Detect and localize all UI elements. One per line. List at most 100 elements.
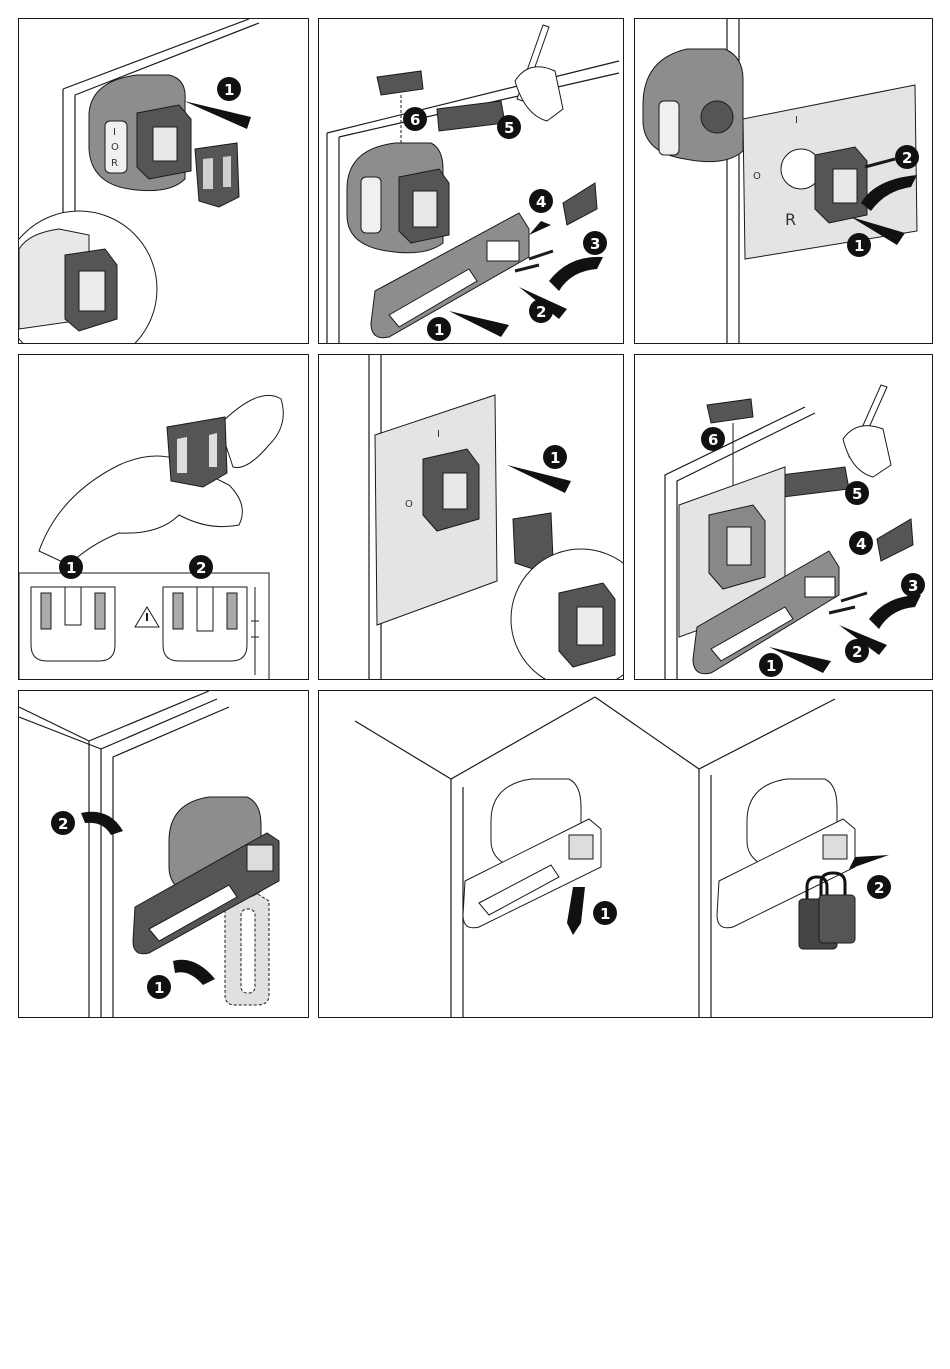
detail-zoom <box>559 583 615 667</box>
step-badge-2: 2 <box>51 811 75 835</box>
panel-3-illustration: I O R 2 1 <box>635 19 933 344</box>
arrow-icon <box>184 101 251 129</box>
step-badge-2: 2 <box>529 299 553 323</box>
panel-5-illustration: I O 1 <box>319 355 624 680</box>
switch-body: I O R <box>89 75 191 191</box>
arrow-icon <box>567 887 585 935</box>
svg-text:4: 4 <box>856 535 866 553</box>
panel-6-illustration: 6 5 4 3 2 1 <box>635 355 933 680</box>
panel-step-8: 1 2 <box>318 690 933 1018</box>
switch-body <box>643 49 743 162</box>
panel-2-illustration: 6 5 4 3 2 1 <box>319 19 624 344</box>
svg-text:6: 6 <box>410 111 420 129</box>
step-badge-2: 2 <box>845 639 869 663</box>
step-badge-6: 6 <box>403 107 427 131</box>
svg-text:3: 3 <box>590 235 600 253</box>
dial-label-i: I <box>437 429 440 440</box>
panel-step-6: 6 5 4 3 2 1 <box>634 354 933 680</box>
svg-text:1: 1 <box>600 905 610 923</box>
pencil-icon <box>515 25 563 121</box>
switch-body <box>347 143 449 253</box>
svg-text:2: 2 <box>196 559 206 577</box>
svg-text:1: 1 <box>224 81 234 99</box>
panel-step-3: I O R 2 1 <box>634 18 933 344</box>
step-badge-1: 1 <box>59 555 83 579</box>
adapter-clip <box>195 143 239 207</box>
step-badge-3: 3 <box>901 573 925 597</box>
hand-icon <box>39 395 283 565</box>
dial-label-i: I <box>795 115 798 126</box>
svg-text:6: 6 <box>708 431 718 449</box>
panel-step-4: 1 2 <box>18 354 309 680</box>
marking-r: R <box>111 158 118 169</box>
panel-1-illustration: I O R 1 <box>19 19 309 344</box>
svg-text:1: 1 <box>550 449 560 467</box>
svg-text:2: 2 <box>852 643 862 661</box>
svg-text:2: 2 <box>58 815 68 833</box>
svg-text:2: 2 <box>874 879 884 897</box>
marking-o: O <box>111 142 119 153</box>
panel-step-7: 2 1 <box>18 690 309 1018</box>
panel-step-5: I O 1 <box>318 354 624 680</box>
panel-4-illustration: 1 2 <box>19 355 309 680</box>
svg-text:5: 5 <box>504 119 514 137</box>
step-badge-1: 1 <box>147 975 171 999</box>
label-blank <box>437 101 505 131</box>
clip-diagram-1 <box>31 587 115 661</box>
step-badge-4: 4 <box>849 531 873 555</box>
cover-plate <box>877 519 913 561</box>
svg-text:2: 2 <box>536 303 546 321</box>
svg-text:5: 5 <box>852 485 862 503</box>
mechanism-block <box>423 449 479 531</box>
step-badge-1: 1 <box>427 317 451 341</box>
svg-text:3: 3 <box>908 577 918 595</box>
handle-lowered <box>225 891 269 1005</box>
pencil-icon <box>843 385 891 477</box>
step-badge-6: 6 <box>701 427 725 451</box>
svg-text:1: 1 <box>766 657 776 675</box>
step-badge-5: 5 <box>845 481 869 505</box>
step-badge-1: 1 <box>217 77 241 101</box>
svg-text:2: 2 <box>902 149 912 167</box>
arrow-icon <box>507 465 571 493</box>
arrow-icon <box>549 257 603 291</box>
svg-text:1: 1 <box>66 559 76 577</box>
padlock-icon <box>799 873 855 949</box>
label-plate <box>707 399 753 423</box>
step-badge-4: 4 <box>529 189 553 213</box>
panel-8-illustration: 1 2 <box>319 691 933 1018</box>
step-badge-2: 2 <box>189 555 213 579</box>
arrow-icon <box>869 595 921 629</box>
svg-text:1: 1 <box>434 321 444 339</box>
cover-plate <box>563 183 597 225</box>
arrow-icon <box>173 960 215 985</box>
label-blank <box>781 467 849 497</box>
hand-icon <box>515 67 563 121</box>
step-badge-1: 1 <box>593 901 617 925</box>
dial-label-o: O <box>753 171 761 182</box>
step-badge-2: 2 <box>867 875 891 899</box>
marking-i: I <box>113 127 116 138</box>
panel-7-illustration: 2 1 <box>19 691 309 1018</box>
dial-label-o: O <box>405 499 413 510</box>
mechanism-block <box>815 147 867 223</box>
svg-text:1: 1 <box>854 237 864 255</box>
mechanism-block <box>709 505 765 589</box>
step-badge-3: 3 <box>583 231 607 255</box>
step-badge-1: 1 <box>759 653 783 677</box>
panel-step-2: 6 5 4 3 2 1 <box>318 18 624 344</box>
arrow-icon <box>81 812 123 835</box>
step-badge-1: 1 <box>847 233 871 257</box>
svg-text:4: 4 <box>536 193 546 211</box>
dial-label-r: R <box>785 210 796 229</box>
adapter-clip <box>167 417 227 487</box>
step-badge-2: 2 <box>895 145 919 169</box>
hand-icon <box>843 426 891 477</box>
panel-step-1: I O R 1 <box>18 18 309 344</box>
svg-text:1: 1 <box>154 979 164 997</box>
label-plate <box>377 71 423 95</box>
arrow-icon <box>449 311 509 337</box>
step-badge-5: 5 <box>497 115 521 139</box>
arrow-icon <box>529 221 551 235</box>
step-badge-1: 1 <box>543 445 567 469</box>
